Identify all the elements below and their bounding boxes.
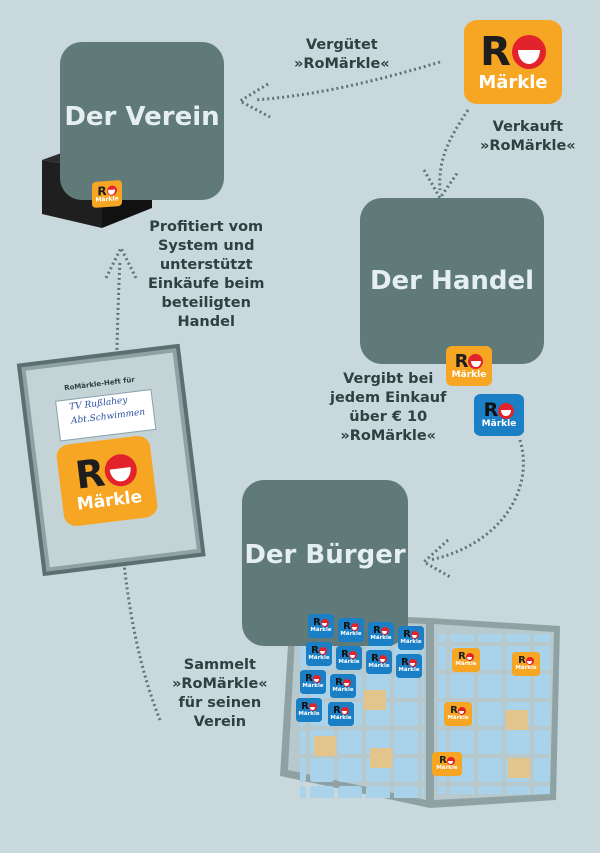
logo-letter: R bbox=[403, 629, 411, 641]
logo-letter: R bbox=[333, 705, 341, 717]
logo-letter: R bbox=[335, 677, 343, 689]
logo-word: Märkle bbox=[338, 659, 360, 666]
logo-letter: R bbox=[343, 621, 351, 633]
logo-romaerkle-handel-orange: R Märkle bbox=[446, 346, 492, 386]
logo-romaerkle-booklet: R Märkle bbox=[55, 434, 159, 528]
caption-line: »RoMärkle« bbox=[172, 676, 268, 692]
logo-letter: R bbox=[373, 625, 381, 637]
node-handel-label: Der Handel bbox=[369, 266, 535, 296]
caption-profitiert: Profitiert vom System und unterstützt Ei… bbox=[148, 218, 264, 332]
logo-word: Märkle bbox=[368, 663, 390, 670]
logo-word: Märkle bbox=[298, 711, 320, 718]
logo-word: Märkle bbox=[436, 765, 458, 772]
logo-letter: R bbox=[439, 755, 447, 767]
caption-line: unterstützt bbox=[159, 257, 253, 273]
node-verein: Der Verein bbox=[60, 42, 224, 200]
caption-verkauft: Verkauft »RoMärkle« bbox=[480, 118, 576, 156]
logo-letter: R bbox=[313, 617, 321, 629]
node-handel: Der Handel bbox=[360, 198, 544, 364]
logo-letter: R bbox=[518, 655, 526, 667]
caption-line: »RoMärkle« bbox=[480, 138, 576, 154]
logo-letter: R bbox=[311, 645, 319, 657]
caption-line: Sammelt bbox=[183, 657, 256, 673]
caption-line: beteiligten bbox=[161, 295, 251, 311]
logo-letter: R bbox=[72, 449, 108, 498]
logo-word: Märkle bbox=[478, 72, 548, 93]
caption-line: jedem Einkauf bbox=[330, 390, 447, 406]
node-verein-label: Der Verein bbox=[64, 102, 220, 132]
arrow-verkauft bbox=[422, 109, 470, 201]
logo-romaerkle-handel-blue: R Märkle bbox=[474, 394, 524, 436]
caption-line: Verkauft bbox=[492, 119, 564, 135]
logo-letter: R bbox=[480, 29, 511, 75]
logo-romaerkle-large: R Märkle bbox=[464, 20, 562, 104]
stamp-album bbox=[280, 612, 560, 808]
logo-word: Märkle bbox=[481, 419, 517, 429]
logo-word: Märkle bbox=[310, 627, 332, 634]
caption-vergibt: Vergibt bei jedem Einkauf über € 10 »RoM… bbox=[330, 370, 446, 446]
arrow-sammelt bbox=[104, 244, 162, 721]
caption-line: Einkäufe beim bbox=[148, 276, 265, 292]
logo-word: Märkle bbox=[308, 655, 330, 662]
logo-word: Märkle bbox=[455, 661, 477, 668]
arrow-vergibt bbox=[421, 439, 525, 580]
caption-line: über € 10 bbox=[349, 409, 428, 425]
logo-letter: R bbox=[458, 651, 466, 663]
logo-letter: R bbox=[341, 649, 349, 661]
logo-letter: R bbox=[454, 350, 469, 372]
caption-line: Handel bbox=[177, 314, 235, 330]
logo-word: Märkle bbox=[398, 667, 420, 674]
caption-line: »RoMärkle« bbox=[340, 428, 437, 444]
logo-word: Märkle bbox=[370, 635, 392, 642]
logo-word: Märkle bbox=[451, 369, 487, 380]
logo-letter: R bbox=[401, 657, 409, 669]
caption-line: Vergibt bei bbox=[343, 371, 434, 387]
logo-romaerkle-box: R Märkle bbox=[92, 179, 122, 209]
logo-letter: R bbox=[450, 705, 458, 717]
caption-line: »RoMärkle« bbox=[294, 56, 390, 72]
caption-line: System und bbox=[157, 238, 255, 254]
logo-word: Märkle bbox=[302, 683, 324, 690]
caption-sammelt: Sammelt »RoMärkle« für seinen Verein bbox=[172, 656, 268, 732]
logo-word: Märkle bbox=[400, 639, 422, 646]
caption-line: für seinen bbox=[178, 695, 262, 711]
logo-word: Märkle bbox=[340, 631, 362, 638]
logo-word: Märkle bbox=[95, 195, 119, 204]
caption-line: Verein bbox=[193, 714, 247, 730]
caption-verguetet: Vergütet »RoMärkle« bbox=[294, 36, 390, 74]
arrow-verguetet bbox=[236, 60, 441, 119]
logo-word: Märkle bbox=[515, 665, 537, 672]
logo-letter: R bbox=[371, 653, 379, 665]
logo-letter: R bbox=[305, 673, 313, 685]
logo-word: Märkle bbox=[447, 715, 469, 722]
logo-letter: R bbox=[483, 399, 499, 421]
logo-word: Märkle bbox=[330, 715, 352, 722]
caption-line: Vergütet bbox=[305, 37, 378, 53]
caption-line: Profitiert vom bbox=[149, 219, 264, 235]
node-buerger-label: Der Bürger bbox=[244, 540, 406, 570]
logo-word: Märkle bbox=[332, 687, 354, 694]
logo-letter: R bbox=[301, 701, 309, 713]
